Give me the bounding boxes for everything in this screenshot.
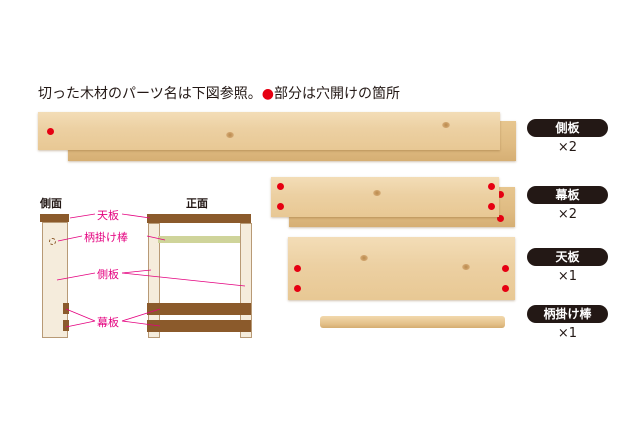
front-view-title: 正面 xyxy=(186,197,208,210)
front-view-apron-upper xyxy=(147,303,251,315)
wood-knot xyxy=(442,122,450,128)
wood-knot xyxy=(226,132,234,138)
part-count-top-board: ×1 xyxy=(557,269,578,284)
drill-hole-marker xyxy=(294,285,301,292)
top-board xyxy=(288,237,515,300)
drill-hole-marker xyxy=(502,285,509,292)
part-badge-hanging-rod: 柄掛け棒 xyxy=(527,305,608,323)
part-badge-side-board: 側板 xyxy=(527,119,608,137)
drill-hole-marker xyxy=(502,265,509,272)
part-count-apron: ×2 xyxy=(557,207,578,222)
leader-apron-left2 xyxy=(65,320,96,328)
hanging-rod xyxy=(320,316,505,328)
label-top-board: 天板 xyxy=(96,207,120,223)
label-side-board: 側板 xyxy=(96,266,120,282)
leader-apron-right2 xyxy=(121,320,161,327)
drill-hole-marker xyxy=(294,265,301,272)
label-apron: 幕板 xyxy=(96,314,120,330)
part-count-hanging-rod: ×1 xyxy=(557,326,578,341)
leader-rod-right xyxy=(146,235,166,241)
label-hanging-rod: 柄掛け棒 xyxy=(83,229,129,245)
drill-hole-marker xyxy=(497,215,504,222)
side-view-apron-upper xyxy=(63,303,69,314)
part-count-side-board: ×2 xyxy=(557,140,578,155)
wood-knot xyxy=(373,190,381,196)
side-view-rod-end xyxy=(49,238,56,245)
front-view-apron-lower xyxy=(147,320,251,332)
wood-knot xyxy=(462,264,470,270)
caption: 切った木材のパーツ名は下図参照。●部分は穴開けの箇所 xyxy=(38,83,400,103)
drill-hole-marker xyxy=(488,203,495,210)
caption-tail: 部分は穴開けの箇所 xyxy=(273,86,400,102)
leader-side-left xyxy=(56,272,96,281)
front-view-hanging-rod xyxy=(158,236,240,243)
part-badge-apron: 幕板 xyxy=(527,186,608,204)
apron-board-front xyxy=(271,177,499,217)
side-board-front xyxy=(38,112,500,150)
drill-hole-marker xyxy=(47,128,54,135)
front-view-top-board xyxy=(147,214,251,223)
side-view-apron-lower xyxy=(63,320,69,331)
side-view-title: 側面 xyxy=(40,197,62,210)
hole-marker-icon: ● xyxy=(261,86,274,102)
leader-rod-left xyxy=(57,235,83,242)
drill-hole-marker xyxy=(277,183,284,190)
leader-top-left xyxy=(69,213,96,219)
leader-apron-left1 xyxy=(65,308,96,322)
wood-knot xyxy=(360,255,368,261)
drill-hole-marker xyxy=(497,191,504,198)
side-view-top-board xyxy=(40,214,69,222)
leader-apron-right1 xyxy=(121,308,161,322)
drill-hole-marker xyxy=(277,203,284,210)
leader-side-mid xyxy=(121,269,152,274)
leader-top-right xyxy=(121,213,151,219)
caption-text: 切った木材のパーツ名は下図参照。 xyxy=(38,86,262,102)
part-badge-top-board: 天板 xyxy=(527,248,608,266)
drill-hole-marker xyxy=(488,183,495,190)
leader-side-right xyxy=(121,272,246,287)
